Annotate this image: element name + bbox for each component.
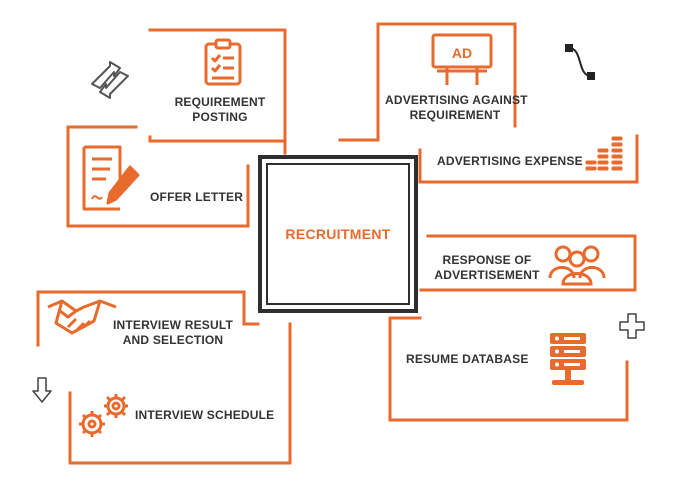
frame-advertising-expense — [418, 134, 639, 184]
clipboard-icon — [204, 38, 242, 86]
billboard-icon: AD — [431, 33, 493, 85]
advertising-against-line1: ADVERTISING AGAINST — [385, 93, 528, 107]
requirement-posting-line2: POSTING — [192, 110, 248, 124]
interview-result-line2: AND SELECTION — [122, 333, 224, 347]
center-label: RECRUITMENT — [285, 226, 391, 242]
interview-result-label: INTERVIEW RESULT AND SELECTION — [112, 318, 234, 348]
handshake-icon — [47, 299, 117, 335]
frame-response — [426, 234, 637, 292]
plus-outline-icon — [619, 313, 645, 339]
frame-resume-database — [388, 316, 629, 422]
advertising-expense-label: ADVERTISING EXPENSE — [437, 154, 583, 168]
center-box: RECRUITMENT — [258, 155, 418, 313]
gears-icon — [79, 394, 128, 437]
frame-interview-schedule — [68, 322, 292, 465]
advertising-against-line2: REQUIREMENT — [409, 108, 501, 122]
interview-schedule-label: INTERVIEW SCHEDULE — [135, 408, 275, 422]
exchange-arrows-icon — [91, 61, 129, 99]
resume-database-label: RESUME DATABASE — [406, 352, 529, 366]
bezier-path-icon — [565, 44, 595, 80]
requirement-posting-line1: REQUIREMENT — [174, 95, 266, 109]
coin-stacks-icon — [584, 135, 624, 172]
center-inner: RECRUITMENT — [266, 163, 410, 305]
requirement-posting-label: REQUIREMENT POSTING — [170, 95, 270, 125]
frame-interview-result-top — [73, 290, 260, 326]
billboard-icon-text: AD — [452, 45, 472, 61]
response-line1: RESPONSE OF — [442, 253, 532, 267]
frame-advertising-against — [376, 22, 517, 142]
frame-interview-result — [36, 290, 77, 347]
offer-letter-label: OFFER LETTER — [150, 190, 244, 204]
down-arrow-icon — [32, 377, 52, 403]
interview-result-line1: INTERVIEW RESULT — [112, 318, 234, 332]
response-line2: ADVERTISEMENT — [434, 268, 540, 282]
frame-offer-letter — [66, 125, 250, 228]
response-label: RESPONSE OF ADVERTISEMENT — [432, 253, 542, 283]
people-group-icon — [548, 245, 606, 286]
database-server-icon — [550, 333, 586, 385]
advertising-against-label: ADVERTISING AGAINST REQUIREMENT — [385, 93, 528, 123]
document-pen-icon — [82, 145, 140, 211]
